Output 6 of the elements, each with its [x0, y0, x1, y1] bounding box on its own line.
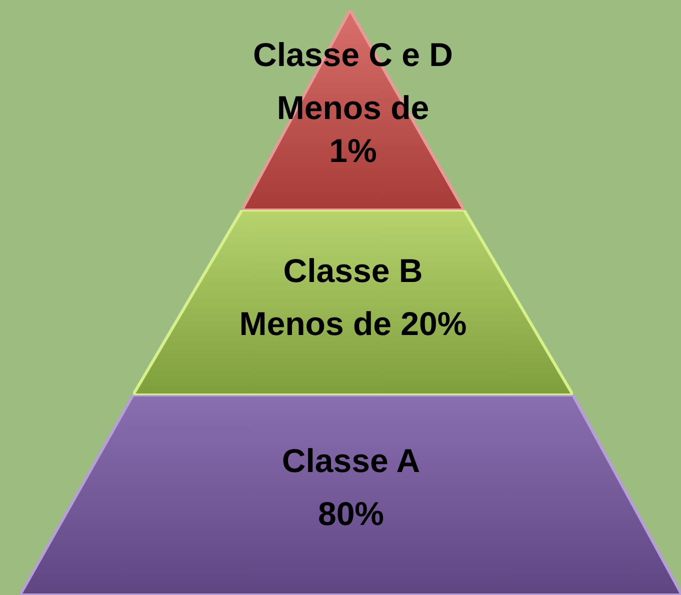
class-title: Classe C e D	[253, 35, 453, 75]
class-title: Classe A	[282, 441, 420, 481]
class-title: Classe B	[283, 251, 423, 291]
share-label: Menos de 1%	[276, 88, 430, 171]
share-label: 80%	[318, 494, 384, 534]
share-label: Menos de 20%	[239, 304, 467, 344]
